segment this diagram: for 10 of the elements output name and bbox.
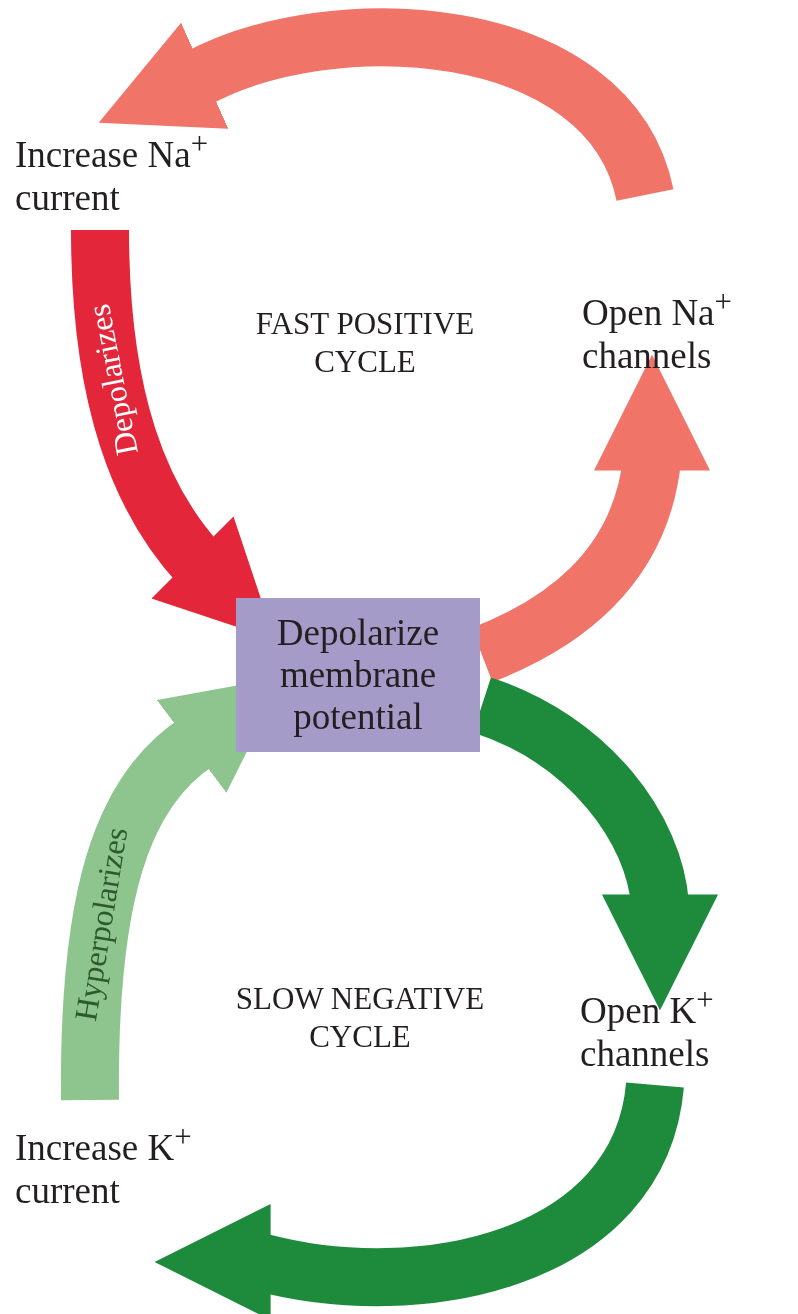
step-text: Open K$^{+}$ channels [580,982,715,1075]
edge-label: Depolarizes [80,301,146,459]
step-text: Increase K$^{+}$ current [15,1119,193,1212]
cycle-label: FAST POSITIVE CYCLE [254,305,476,381]
process-box [236,598,480,752]
cycle-label: SLOW NEGATIVE CYCLE [234,980,486,1056]
edge-label: Hyperpolarizes [67,824,135,1023]
node-text: Depolarize membrane potential [275,612,441,738]
step-text: Increase Na$^{+}$ current [15,126,209,219]
step-text: Open Na$^{+}$ channels [582,284,733,377]
